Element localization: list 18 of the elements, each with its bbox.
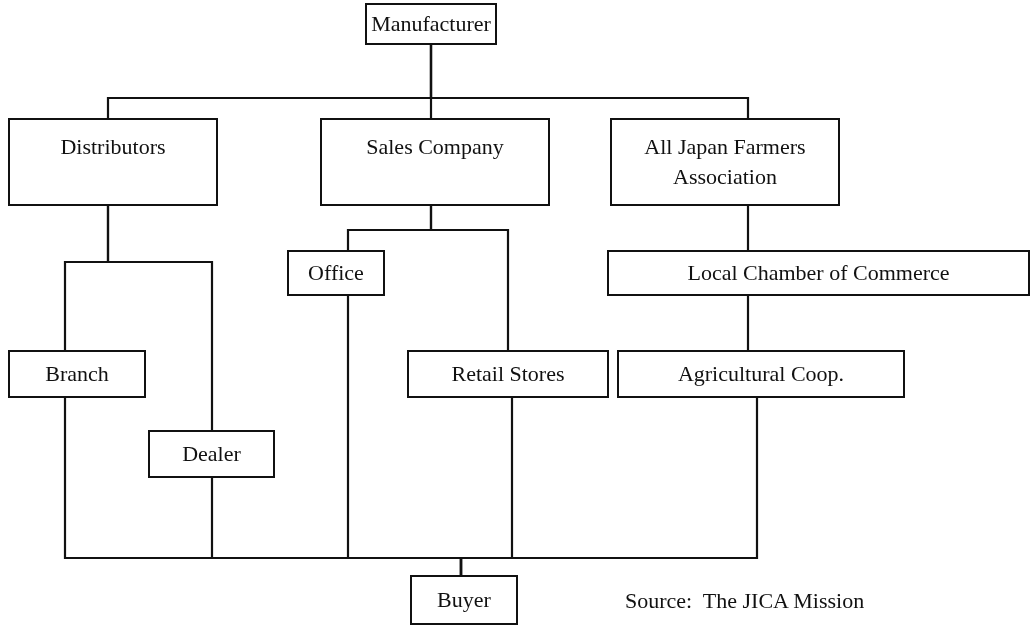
process-box: Agricultural Coop. (617, 350, 905, 398)
process-box: Manufacturer (365, 3, 497, 45)
process-box: Office (287, 250, 385, 296)
connector-line (106, 206, 214, 430)
connector-line (746, 206, 750, 250)
process-box: Distributors (8, 118, 218, 206)
connector-line (429, 206, 510, 350)
connector-line (459, 398, 759, 575)
process-box: Branch (8, 350, 146, 398)
process-box: All Japan Farmers Association (610, 118, 840, 206)
source-note: Source: The JICA Mission (625, 588, 865, 614)
process-box: Retail Stores (407, 350, 609, 398)
process-box: Buyer (410, 575, 518, 625)
process-box: Local Chamber of Commerce (607, 250, 1030, 296)
connector-line (746, 296, 750, 350)
process-box: Sales Company (320, 118, 550, 206)
connector-line (429, 45, 750, 118)
process-box: Dealer (148, 430, 275, 478)
